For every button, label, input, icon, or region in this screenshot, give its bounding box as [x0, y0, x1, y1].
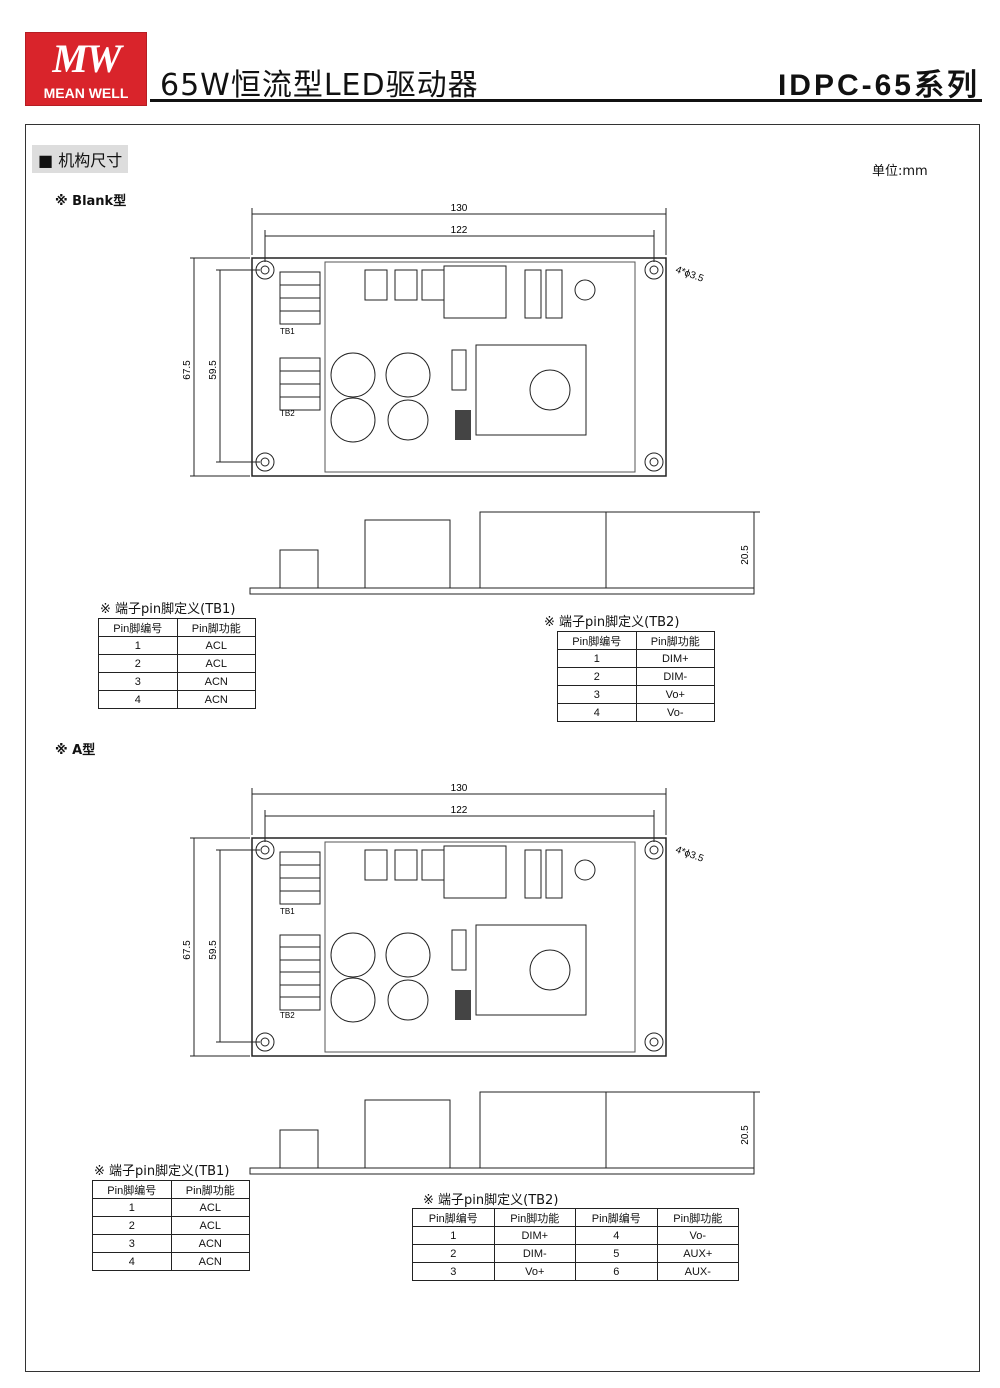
tb1-caption: ※ 端子pin脚定义(TB1) [100, 602, 236, 617]
section-title: ■ 机构尺寸 [32, 145, 129, 173]
logo-mark: MW [52, 36, 121, 81]
variant-label: ※ A型 [55, 743, 96, 758]
dim-height-outer: 67.5 [182, 940, 193, 960]
dim-profile-height: 20.5 [740, 545, 751, 565]
logo-name: MEAN WELL [43, 85, 129, 101]
table-header: Pin脚功能 [176, 618, 256, 637]
table-header: Pin脚编号 [412, 1208, 495, 1227]
terminal-label: TB2 [280, 409, 295, 418]
dim-width-inner: 122 [451, 225, 468, 236]
table-header: Pin脚编号 [557, 631, 637, 650]
page-title: 65W恒流型LED驱动器 [160, 68, 479, 103]
dim-height-inner: 59.5 [208, 940, 219, 960]
table-header: Pin脚功能 [656, 1208, 739, 1227]
series-name: IDPC-65系列 [777, 69, 980, 102]
table-header: Pin脚功能 [635, 631, 715, 650]
dim-width-inner: 122 [451, 805, 468, 816]
hole-note: 4*ϕ3.5 [674, 264, 705, 284]
table-header: Pin脚功能 [493, 1208, 576, 1227]
brand-logo: MW MEAN WELL [25, 32, 147, 106]
dim-width-outer: 130 [451, 783, 468, 794]
unit-label: 单位:mm [872, 164, 928, 179]
variant-label: ※ Blank型 [55, 194, 127, 209]
table-header: Pin脚编号 [92, 1180, 172, 1199]
square-bullet-icon: ■ [38, 151, 54, 170]
tb1-caption: ※ 端子pin脚定义(TB1) [94, 1164, 230, 1179]
table-header: Pin脚编号 [575, 1208, 658, 1227]
tb2-caption: ※ 端子pin脚定义(TB2) [544, 615, 680, 630]
content-frame [25, 124, 980, 1372]
terminal-label: TB2 [280, 1011, 295, 1020]
dim-height-outer: 67.5 [182, 360, 193, 380]
dim-height-inner: 59.5 [208, 360, 219, 380]
dim-profile-height: 20.5 [740, 1125, 751, 1145]
terminal-label: TB1 [280, 327, 295, 336]
terminal-label: TB1 [280, 907, 295, 916]
tb2-caption: ※ 端子pin脚定义(TB2) [423, 1193, 559, 1208]
dim-width-outer: 130 [451, 203, 468, 214]
a-mechanical-drawing: 130 122 67.5 59.5 4*ϕ3.5 TB1 TB2 20.5 [182, 783, 760, 1175]
table-header: Pin脚编号 [98, 618, 178, 637]
blank-mechanical-drawing: 130 122 67.5 59.5 4*ϕ3.5 TB1 TB2 20.5 [182, 203, 760, 595]
table-header: Pin脚功能 [170, 1180, 250, 1199]
header-divider [150, 99, 982, 102]
hole-note: 4*ϕ3.5 [674, 844, 705, 864]
